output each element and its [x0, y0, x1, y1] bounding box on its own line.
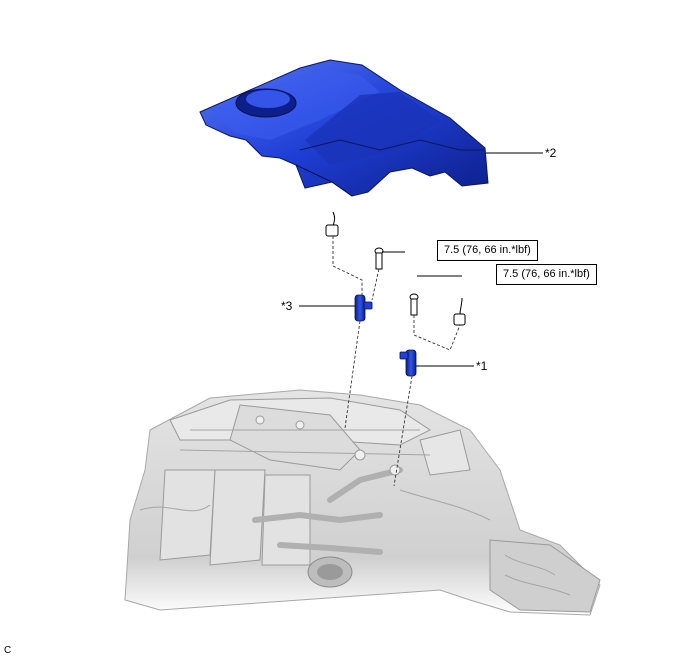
assembly-guide-lines: [332, 236, 461, 487]
engine-cover: [199, 59, 489, 197]
sensor-left: [354, 294, 373, 322]
left-connector: [325, 211, 339, 237]
leader-lines: [299, 152, 543, 367]
torque-spec-lower: 7.5 (76, 66 in.*lbf): [496, 264, 597, 285]
lower-bolt: [409, 293, 419, 316]
callout-cover: *2: [545, 146, 557, 160]
callout-sensor-left: *3: [281, 299, 293, 313]
upper-bolt: [374, 247, 384, 270]
sensor-right: [399, 349, 417, 377]
torque-spec-upper: 7.5 (76, 66 in.*lbf): [437, 240, 538, 261]
illustration-code: C: [4, 645, 12, 656]
callout-sensor-right: *1: [476, 359, 488, 373]
engine-assembly: [124, 389, 601, 616]
right-connector: [453, 297, 466, 326]
